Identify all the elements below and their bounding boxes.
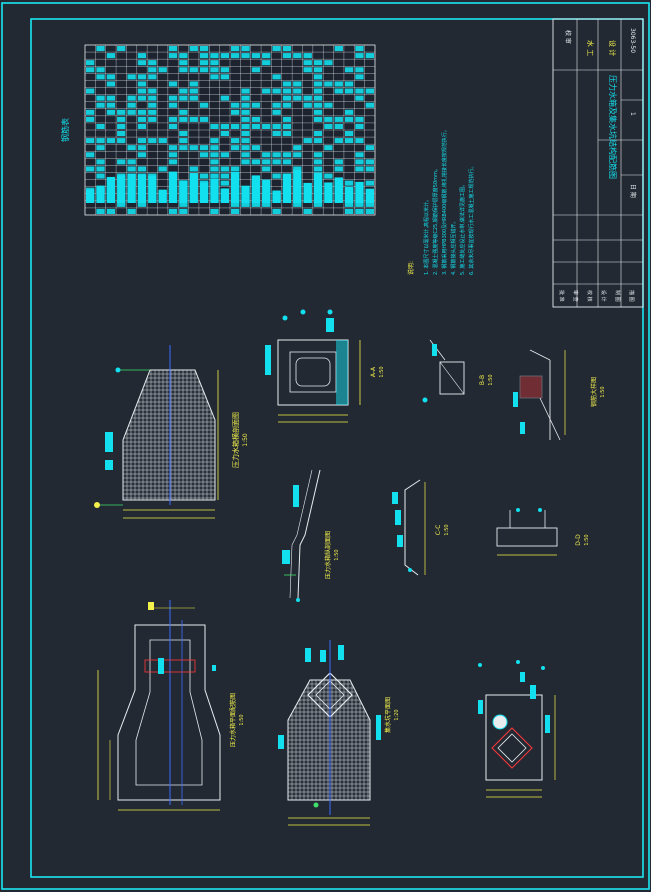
section-d-scale: 1:50 — [584, 534, 590, 545]
view-tank-plan: 压力水箱平面配筋图 1:50 — [97, 600, 245, 811]
view-4-scale: 1:50 — [600, 386, 606, 397]
title-stamp-3: 校 审 — [564, 30, 572, 44]
title-stamp-1: 水 工 — [586, 40, 595, 56]
section-c-c: C-C 1:50 — [392, 479, 450, 576]
view-5-title: 集水坑平面图 — [384, 697, 392, 733]
title-row-label: 制 图 — [614, 290, 621, 302]
notes-block: 说明: 1. 本图尺寸以毫米计,高程以米计。2. 混凝土强度等级C25,钢筋保护… — [407, 127, 475, 275]
note-line: 4. 钢筋接头应相互错开。 — [450, 219, 457, 275]
view-3-title: 压力水箱平面配筋图 — [229, 693, 237, 747]
title-row-label: 校 核 — [586, 290, 593, 302]
note-line: 3. 钢筋采用HPB300及HRB400级钢筋,绑扎搭接长度按规范执行。 — [441, 127, 448, 275]
notes-lines: 1. 本图尺寸以毫米计,高程以米计。2. 混凝土强度等级C25,钢筋保护层厚度5… — [423, 127, 475, 275]
drawing-title: 压力水箱及集水坑结构配筋图 — [608, 75, 618, 179]
view-3-scale: 1:50 — [239, 714, 245, 725]
view-collection-pit — [478, 660, 556, 798]
section-d-label: D-D — [575, 534, 582, 546]
note-line: 6. 其余未尽事宜按现行水工混凝土施工规范执行。 — [468, 164, 475, 275]
rev-label: 1 — [629, 112, 636, 116]
view-2-scale: 1:50 — [334, 549, 340, 560]
note-line: 2. 混凝土强度等级C25,钢筋保护层厚度50mm。 — [432, 166, 439, 275]
notes-heading: 说明: — [407, 261, 415, 275]
rebar-table-grid — [85, 45, 375, 215]
title-row-label: 设 计 — [600, 290, 607, 302]
rebar-mesh-1 — [123, 370, 215, 500]
section-a-scale: 1:50 — [379, 366, 385, 377]
view-5-scale: 1:20 — [394, 709, 400, 720]
title-block: 水 工 设 计 校 审 3063-50 1 日 期 压力水箱及集水坑结构配筋图 … — [552, 18, 644, 308]
rebar-detail-upper-right: 钢筋大样图 1:50 — [513, 349, 606, 441]
title-block-rows: 批 准审 查校 核设 计制 图描 图 — [558, 290, 635, 302]
section-d-d: D-D 1:50 — [496, 508, 590, 556]
section-b-label: B-B — [479, 375, 486, 385]
view-2-title: 压力水箱纵剖面图 — [324, 531, 332, 579]
view-4-title: 钢筋大样图 — [590, 377, 598, 407]
view-tank-mesh: 集水坑平面图 1:20 — [278, 640, 400, 826]
section-a-a: A-A 1:50 — [265, 309, 385, 423]
section-c-label: C-C — [435, 525, 442, 536]
title-stamp-2: 设 计 — [608, 40, 617, 56]
rebar-table: 钢筋表 — [60, 44, 376, 216]
title-row-label: 审 查 — [572, 290, 579, 302]
note-line: 1. 本图尺寸以毫米计,高程以米计。 — [423, 197, 430, 275]
view-1-scale: 1:50 — [242, 433, 249, 447]
title-row-label: 描 图 — [628, 290, 635, 302]
note-line: 5. 施工缝处应设止水带,做法详见施工图。 — [459, 182, 466, 275]
rebar-table-title: 钢筋表 — [60, 118, 70, 142]
title-row-label: 批 准 — [558, 290, 565, 302]
view-sloped-rebar: 压力水箱纵剖面图 1:50 — [282, 469, 340, 602]
section-b-b: B-B 1:50 — [422, 339, 494, 403]
section-c-scale: 1:50 — [444, 524, 450, 535]
drawing-number: 3063-50 — [629, 28, 636, 53]
inner-frame — [30, 18, 644, 878]
section-b-scale: 1:50 — [488, 374, 494, 385]
date-label: 日 期 — [629, 184, 637, 198]
section-a-label: A-A — [370, 366, 377, 377]
view-tank-cross-section: 压力水箱横剖面图 1:50 — [94, 345, 249, 519]
view-1-title: 压力水箱横剖面图 — [231, 412, 240, 468]
